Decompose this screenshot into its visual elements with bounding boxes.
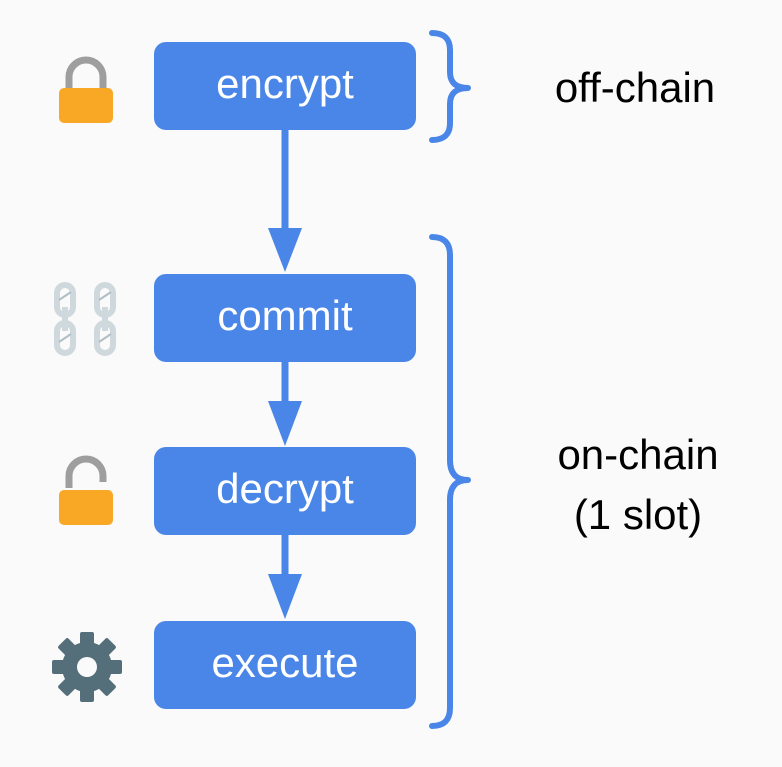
execute-step-label: execute bbox=[211, 639, 359, 686]
arrow-encrypt-to-commit bbox=[268, 130, 302, 272]
on-chain-label: on-chain (1 slot) bbox=[520, 425, 756, 545]
gear-icon bbox=[50, 630, 124, 704]
off-chain-label-text: off-chain bbox=[554, 64, 716, 111]
decrypt-step-label: decrypt bbox=[216, 465, 354, 512]
commit-step-label: commit bbox=[217, 292, 353, 339]
encrypt-step-label: encrypt bbox=[216, 60, 354, 107]
on-chain-label-line1: on-chain bbox=[557, 431, 719, 478]
execute-step-box: execute bbox=[154, 621, 416, 709]
arrow-decrypt-to-execute bbox=[268, 535, 302, 619]
on-chain-label-line2: (1 slot) bbox=[573, 491, 703, 538]
on-chain-brace bbox=[429, 234, 471, 729]
arrow-commit-to-decrypt bbox=[268, 362, 302, 446]
off-chain-brace bbox=[429, 30, 471, 143]
commit-step-box: commit bbox=[154, 274, 416, 362]
lock-open-icon bbox=[56, 455, 116, 527]
chain-link-icon bbox=[52, 282, 118, 356]
off-chain-label: off-chain bbox=[520, 58, 750, 118]
decrypt-step-box: decrypt bbox=[154, 447, 416, 535]
encrypt-step-box: encrypt bbox=[154, 42, 416, 130]
lock-closed-icon bbox=[56, 55, 116, 125]
